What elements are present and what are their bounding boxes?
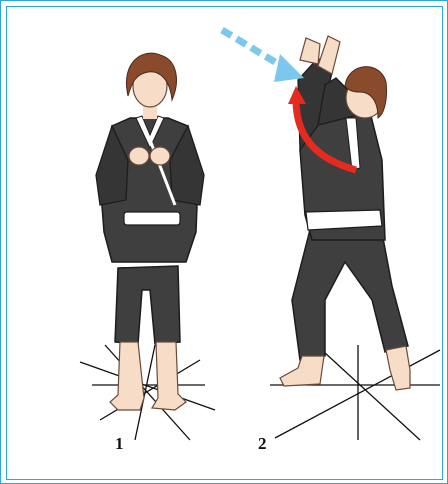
step-number-1: 1: [115, 434, 124, 454]
dashed-blue-arrow-icon: [222, 30, 304, 82]
figure-1: [80, 53, 215, 440]
floor-lines-1: [80, 345, 215, 440]
step-number-2: 2: [258, 434, 267, 454]
